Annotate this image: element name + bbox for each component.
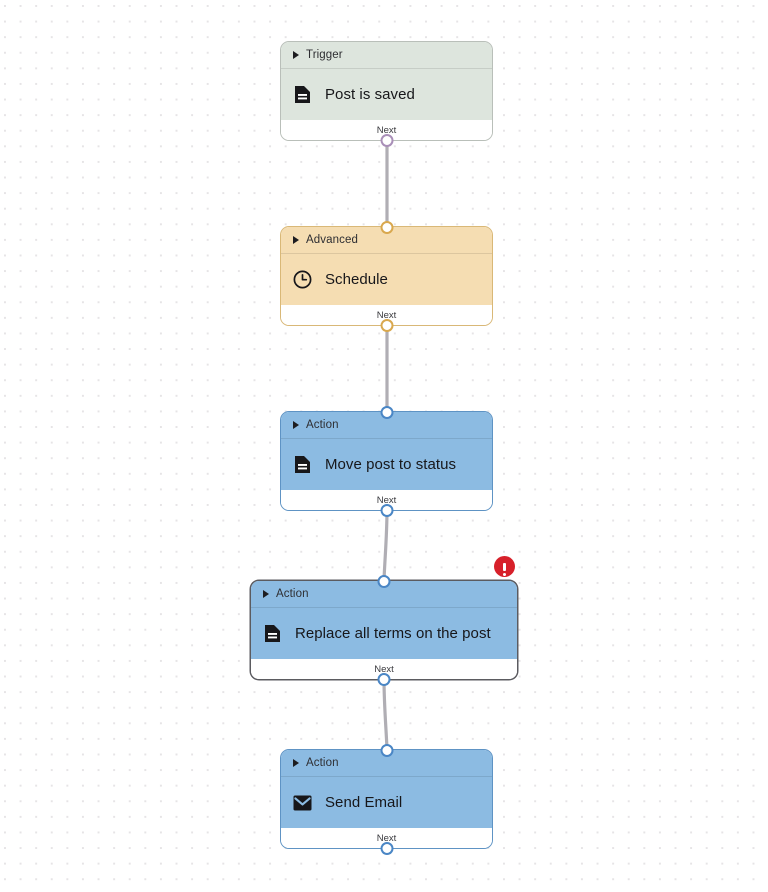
envelope-icon bbox=[293, 793, 312, 812]
node-footer-label: Next bbox=[376, 832, 397, 844]
node-footer-label: Next bbox=[376, 309, 397, 321]
connector-edge-replace-to-send[interactable] bbox=[382, 676, 389, 751]
clock-icon bbox=[293, 270, 312, 289]
node-body-trigger-post-is-saved[interactable]: Post is saved bbox=[281, 69, 492, 120]
node-footer-next[interactable]: Next bbox=[281, 305, 492, 325]
node-category-label: Trigger bbox=[306, 49, 343, 61]
node-title: Post is saved bbox=[325, 86, 415, 103]
caret-right-icon[interactable] bbox=[293, 51, 299, 59]
node-footer-next[interactable]: Next bbox=[281, 120, 492, 140]
node-footer-next[interactable]: Next bbox=[251, 659, 517, 679]
node-title: Send Email bbox=[325, 794, 403, 811]
node-title: Schedule bbox=[325, 271, 388, 288]
node-category-label: Advanced bbox=[306, 234, 358, 246]
document-icon bbox=[263, 624, 282, 643]
node-category-label: Action bbox=[276, 588, 309, 600]
caret-right-icon[interactable] bbox=[293, 236, 299, 244]
node-body-advanced-schedule[interactable]: Schedule bbox=[281, 254, 492, 305]
node-category-label: Action bbox=[306, 419, 339, 431]
error-exclamation-icon[interactable] bbox=[494, 556, 515, 577]
node-header-action-replace-all-terms-on-the-post[interactable]: Action bbox=[251, 581, 517, 608]
node-input-port[interactable] bbox=[380, 405, 393, 419]
node-header-trigger-post-is-saved[interactable]: Trigger bbox=[281, 42, 492, 69]
node-footer-label: Next bbox=[376, 124, 397, 136]
caret-right-icon[interactable] bbox=[263, 590, 269, 598]
node-footer-next[interactable]: Next bbox=[281, 828, 492, 848]
node-output-port[interactable] bbox=[377, 672, 391, 686]
node-input-port[interactable] bbox=[377, 574, 391, 588]
node-title: Replace all terms on the post bbox=[295, 625, 491, 642]
node-output-port[interactable] bbox=[380, 318, 393, 332]
node-body-action-send-email[interactable]: Send Email bbox=[281, 777, 492, 828]
caret-right-icon[interactable] bbox=[293, 759, 299, 767]
node-output-port[interactable] bbox=[380, 503, 393, 517]
document-icon bbox=[293, 455, 312, 474]
node-footer-label: Next bbox=[376, 494, 397, 506]
node-body-action-move-post-to-status[interactable]: Move post to status bbox=[281, 439, 492, 490]
node-header-action-move-post-to-status[interactable]: Action bbox=[281, 412, 492, 439]
document-icon bbox=[293, 85, 312, 104]
node-footer-next[interactable]: Next bbox=[281, 490, 492, 510]
caret-right-icon[interactable] bbox=[293, 421, 299, 429]
node-category-label: Action bbox=[306, 757, 339, 769]
node-output-port[interactable] bbox=[380, 133, 393, 147]
node-input-port[interactable] bbox=[380, 220, 393, 234]
exclamation-glyph bbox=[502, 562, 507, 576]
node-output-port[interactable] bbox=[380, 841, 393, 855]
node-input-port[interactable] bbox=[380, 743, 393, 757]
node-body-action-replace-all-terms-on-the-post[interactable]: Replace all terms on the post bbox=[251, 608, 517, 659]
node-footer-label: Next bbox=[374, 663, 394, 675]
connector-edge-move-to-replace[interactable] bbox=[382, 507, 389, 582]
node-title: Move post to status bbox=[325, 456, 457, 473]
